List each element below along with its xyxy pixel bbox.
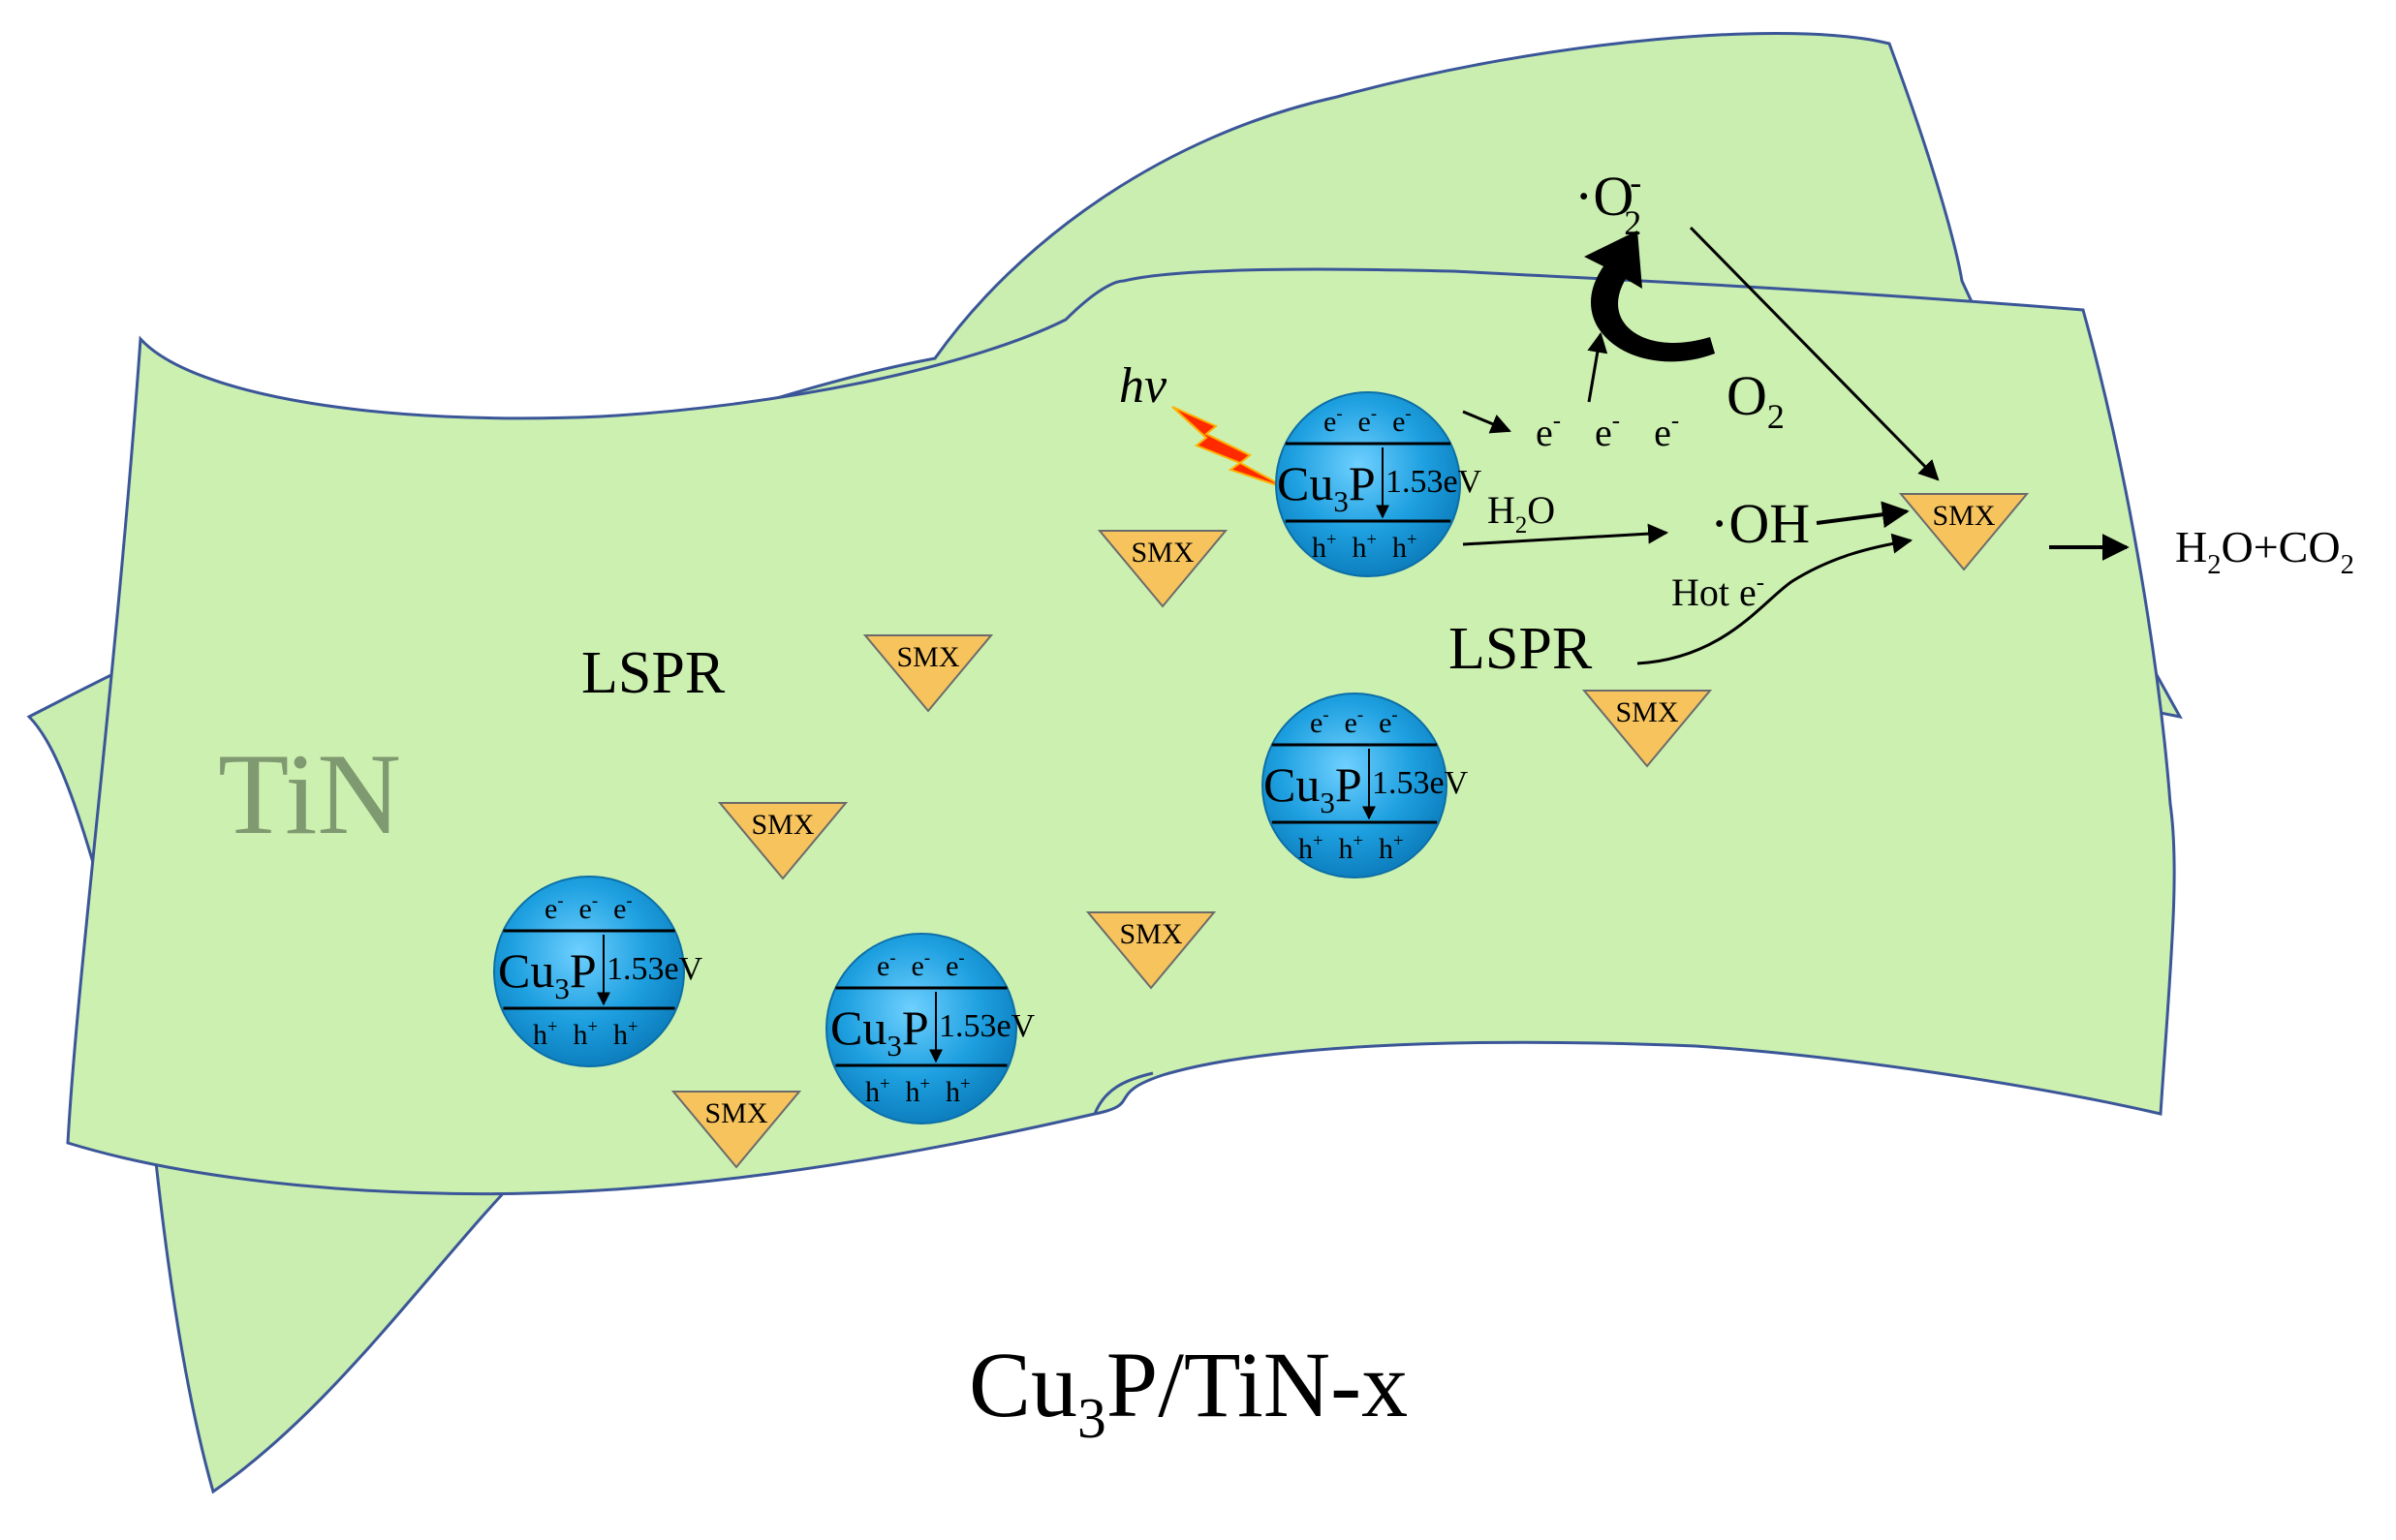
- particle-holes: h+h+h+: [1298, 831, 1404, 865]
- smx-label: SMX: [896, 641, 959, 673]
- product-label: H2O+CO2: [2175, 522, 2354, 580]
- particle-electrons: e-e-e-: [1323, 404, 1412, 438]
- smx-pollutant: SMX: [1085, 911, 1217, 990]
- particle-name: Cu3P: [498, 943, 597, 1005]
- particle-band-gap: 1.53eV: [939, 1008, 1036, 1044]
- particle-band-gap: 1.53eV: [607, 951, 703, 987]
- oxygen-reduction-curve-arrow: [1584, 231, 1715, 362]
- substrate-label: TiN: [218, 729, 401, 858]
- electron-to-oxygen-arrow: [1587, 331, 1608, 403]
- smx-label: SMX: [1131, 537, 1194, 569]
- particle-name: Cu3P: [830, 1001, 929, 1063]
- particle-electrons: e-e-e-: [545, 891, 633, 925]
- particle-holes: h+h+h+: [1312, 530, 1417, 564]
- smx-label: SMX: [1615, 696, 1678, 728]
- smx-label: SMX: [1119, 918, 1182, 950]
- hydroxyl-label: ·OH: [1710, 492, 1810, 555]
- cu3p-particle: e-e-e-h+h+h+ Cu3P 1.53eV: [825, 933, 1036, 1124]
- smx-pollutant: SMX: [1581, 690, 1713, 768]
- smx-pollutant: SMX: [1898, 493, 2030, 571]
- smx-triangle: [1581, 690, 1713, 768]
- smx-triangle: [1097, 530, 1229, 608]
- water-oxidation-arrow: [1462, 523, 1669, 546]
- particle-holes: h+h+h+: [533, 1017, 638, 1051]
- smx-pollutant: SMX: [717, 802, 849, 880]
- superoxide-label: ·O-2: [1574, 163, 1641, 242]
- smx-triangle: [862, 634, 994, 713]
- smx-label: SMX: [1932, 500, 1995, 532]
- lspr-label-left: LSPR: [581, 640, 726, 706]
- smx-triangle: [1085, 911, 1217, 990]
- particle-holes: h+h+h+: [865, 1074, 971, 1108]
- particle-electrons: e-e-e-: [877, 948, 965, 982]
- particle-electrons: e-e-e-: [1310, 705, 1398, 739]
- particle-name: Cu3P: [1263, 757, 1362, 819]
- light-label: hv: [1119, 358, 1167, 414]
- cu3p-particle: e-e-e-h+h+h+ Cu3P 1.53eV: [493, 876, 703, 1067]
- superoxide-attack-arrow: [1689, 226, 1940, 481]
- smx-pollutant: SMX: [1097, 530, 1229, 608]
- smx-pollutant: SMX: [862, 634, 994, 713]
- smx-pollutant: SMX: [670, 1091, 802, 1169]
- smx-triangle: [717, 802, 849, 880]
- cu3p-particle: e-e-e-h+h+h+ Cu3P 1.53eV: [1261, 693, 1469, 878]
- hot-electron-arrow: [1636, 533, 1914, 665]
- electron-arrow: [1462, 410, 1511, 434]
- smx-triangle: [1898, 493, 2030, 571]
- diagram-title: Cu3P/TiN-x: [969, 1333, 1408, 1450]
- particle-band-gap: 1.53eV: [1372, 765, 1469, 801]
- oxygen-label: O2: [1727, 364, 1785, 436]
- smx-triangle: [670, 1091, 802, 1169]
- hydroxyl-attack-arrow: [1816, 501, 1910, 529]
- hot-electron-label: Hot e-: [1671, 570, 1764, 614]
- particle-body: [1261, 693, 1447, 878]
- electron-group: e- e- e-: [1536, 393, 1679, 454]
- particle-band-gap: 1.53eV: [1385, 464, 1482, 500]
- lspr-label-right: LSPR: [1448, 616, 1593, 682]
- particle-name: Cu3P: [1277, 456, 1376, 518]
- smx-label: SMX: [751, 809, 814, 841]
- particle-body: [493, 876, 685, 1067]
- smx-label: SMX: [704, 1097, 767, 1129]
- water-label: H2O: [1487, 488, 1555, 539]
- particle-body: [825, 933, 1017, 1124]
- front-sheet-fold: [1093, 1071, 1154, 1115]
- particle-body: [1275, 391, 1461, 577]
